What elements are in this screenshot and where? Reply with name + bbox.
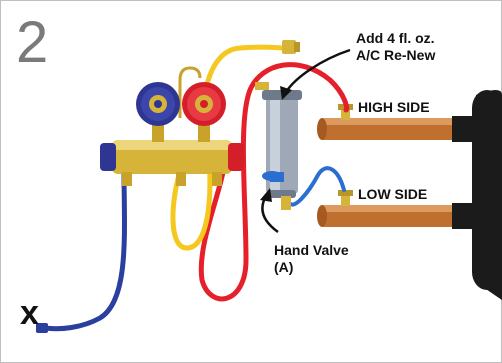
- low-side-pipe: [317, 203, 482, 229]
- manifold-gauge: [100, 66, 244, 186]
- recharge-canister: [255, 82, 302, 198]
- hose-end-marker: x: [20, 294, 39, 332]
- blue-hose: [42, 167, 127, 332]
- arrow-add-oil-head: [280, 86, 292, 100]
- callout-hand-valve-title: Hand Valve: [274, 242, 349, 258]
- high-pressure-gauge: [182, 82, 226, 126]
- blue-hose-end: [36, 323, 48, 333]
- callout-hand-valve: Hand Valve (A): [274, 242, 349, 276]
- red-hose: [198, 62, 350, 302]
- callout-add-oil: Add 4 fl. oz. A/C Re-New: [356, 30, 435, 64]
- step-number: 2: [16, 10, 49, 75]
- arrow-hand-valve-head: [260, 188, 272, 202]
- high-side-pipe: [317, 116, 482, 142]
- low-side-valve-knob: [100, 143, 116, 171]
- low-side-hose: [286, 166, 346, 207]
- callout-add-oil-line1: Add 4 fl. oz.: [356, 30, 435, 46]
- low-pressure-gauge: [136, 82, 180, 126]
- hand-valve: [262, 171, 291, 210]
- callout-hand-valve-ref: (A): [274, 259, 294, 275]
- high-side-valve-knob: [228, 143, 244, 171]
- arrow-add-oil: [284, 48, 351, 93]
- low-side-port: [338, 190, 353, 206]
- label-high-side: HIGH SIDE: [358, 99, 430, 115]
- yellow-hose-fitting: [282, 40, 300, 54]
- label-low-side: LOW SIDE: [358, 186, 428, 202]
- callout-add-oil-line2: A/C Re-New: [356, 47, 436, 63]
